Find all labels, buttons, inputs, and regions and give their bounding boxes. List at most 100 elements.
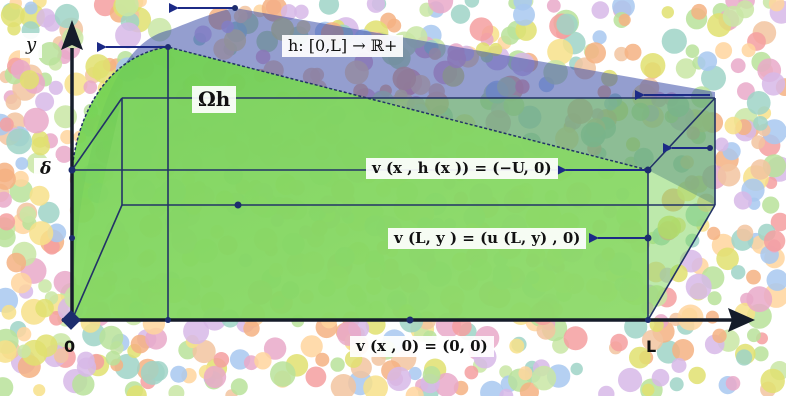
confetti-dot: [736, 349, 753, 366]
confetti-dot: [640, 53, 666, 78]
confetti-dot: [450, 4, 471, 24]
confetti-dot: [405, 386, 424, 396]
confetti-dot: [547, 38, 573, 65]
confetti-dot: [741, 43, 756, 58]
confetti-dot: [363, 375, 388, 396]
origin-label: 0: [64, 337, 76, 356]
confetti-dot: [701, 65, 726, 91]
confetti-dot: [746, 286, 773, 313]
confetti-dot: [746, 269, 761, 285]
confetti-dot: [330, 374, 357, 396]
confetti-dot: [300, 335, 323, 358]
confetti-dot: [501, 26, 520, 45]
confetti-dot: [243, 320, 260, 337]
confetti-dot: [563, 326, 588, 351]
confetti-dot: [35, 298, 54, 318]
confetti-dot: [305, 366, 327, 388]
confetti-dot: [751, 135, 766, 150]
confetti-dot: [38, 42, 62, 66]
confetti-dot: [294, 4, 309, 20]
confetti-dot: [330, 357, 345, 372]
confetti-dot: [480, 380, 504, 396]
confetti-dot: [263, 337, 287, 360]
confetti-dot: [584, 42, 607, 64]
L-label: L: [646, 337, 657, 356]
confetti-dot: [130, 334, 150, 354]
confetti-dot: [677, 304, 704, 331]
dots-group: [61, 5, 713, 330]
confetti-dot: [55, 145, 73, 163]
confetti-dot: [763, 230, 786, 252]
confetti-dot: [0, 117, 14, 132]
confetti-dot: [761, 72, 786, 96]
confetti-dot: [651, 368, 670, 387]
confetti-dot: [126, 385, 147, 396]
confetti-dot: [753, 346, 769, 362]
x-axis-arrowhead: [728, 308, 755, 332]
confetti-dot: [464, 0, 480, 8]
box-edge-diag-top-left: [71, 97, 123, 171]
confetti-dot: [760, 368, 785, 394]
confetti-dot: [672, 339, 695, 361]
confetti-dot: [770, 212, 786, 232]
confetti-dot: [685, 44, 700, 58]
confetti-dot: [24, 1, 38, 15]
confetti-dot: [714, 137, 729, 152]
delta-label: δ: [34, 158, 58, 182]
top-condition-label: v (x , h (x )) = (−U, 0): [366, 158, 558, 180]
confetti-dot: [629, 346, 651, 369]
confetti-dot: [168, 385, 185, 396]
confetti-dot: [170, 365, 188, 383]
confetti-dot: [33, 384, 46, 396]
dot-back-right: [707, 145, 713, 151]
confetti-dot: [254, 352, 272, 370]
confetti-dot: [598, 385, 615, 396]
confetti-dot: [0, 168, 16, 190]
confetti-dot: [29, 185, 50, 206]
confetti-dot: [715, 42, 733, 60]
confetti-dot: [610, 333, 628, 352]
confetti-dot: [624, 43, 642, 61]
confetti-dot: [16, 327, 32, 342]
confetti-dot: [536, 320, 556, 340]
confetti-dot: [546, 0, 561, 13]
confetti-dot: [192, 339, 216, 364]
dot-delta: [68, 166, 76, 174]
confetti-dot: [499, 365, 513, 379]
confetti-dot: [669, 377, 684, 392]
confetti-dot: [736, 224, 754, 242]
confetti-dot: [38, 279, 52, 293]
confetti-dot: [641, 329, 664, 351]
confetti-dot: [387, 366, 412, 391]
confetti-dot: [36, 8, 56, 28]
confetti-dot: [685, 273, 712, 300]
confetti-dot: [15, 157, 29, 170]
confetti-dot: [509, 338, 525, 354]
confetti-dot: [29, 221, 54, 246]
confetti-dot: [434, 372, 459, 396]
confetti-dot: [83, 80, 98, 94]
confetti-dot: [464, 365, 479, 380]
confetti-dot: [0, 227, 16, 248]
confetti-dot: [518, 366, 533, 381]
dot-left-axis: [69, 235, 75, 241]
confetti-dot: [0, 377, 14, 396]
right-condition-label: v (L, y ) = (u (L, y) , 0): [388, 228, 587, 250]
confetti-dot: [0, 3, 25, 28]
confetti-dot: [140, 360, 165, 385]
confetti-dot: [72, 373, 95, 396]
confetti-dot: [661, 28, 687, 54]
confetti-dot: [64, 72, 88, 96]
confetti-dot: [408, 366, 422, 381]
confetti-dot: [618, 367, 643, 393]
box-edge-diag-top-right: [647, 97, 716, 171]
dot-top-right: [644, 166, 652, 174]
confetti-dot: [731, 265, 746, 280]
confetti-dot: [618, 13, 631, 26]
confetti-dot: [213, 352, 230, 368]
confetti-dot: [10, 272, 32, 294]
confetti-dot: [766, 269, 786, 291]
confetti-dot: [691, 3, 707, 20]
confetti-dot: [697, 51, 718, 71]
